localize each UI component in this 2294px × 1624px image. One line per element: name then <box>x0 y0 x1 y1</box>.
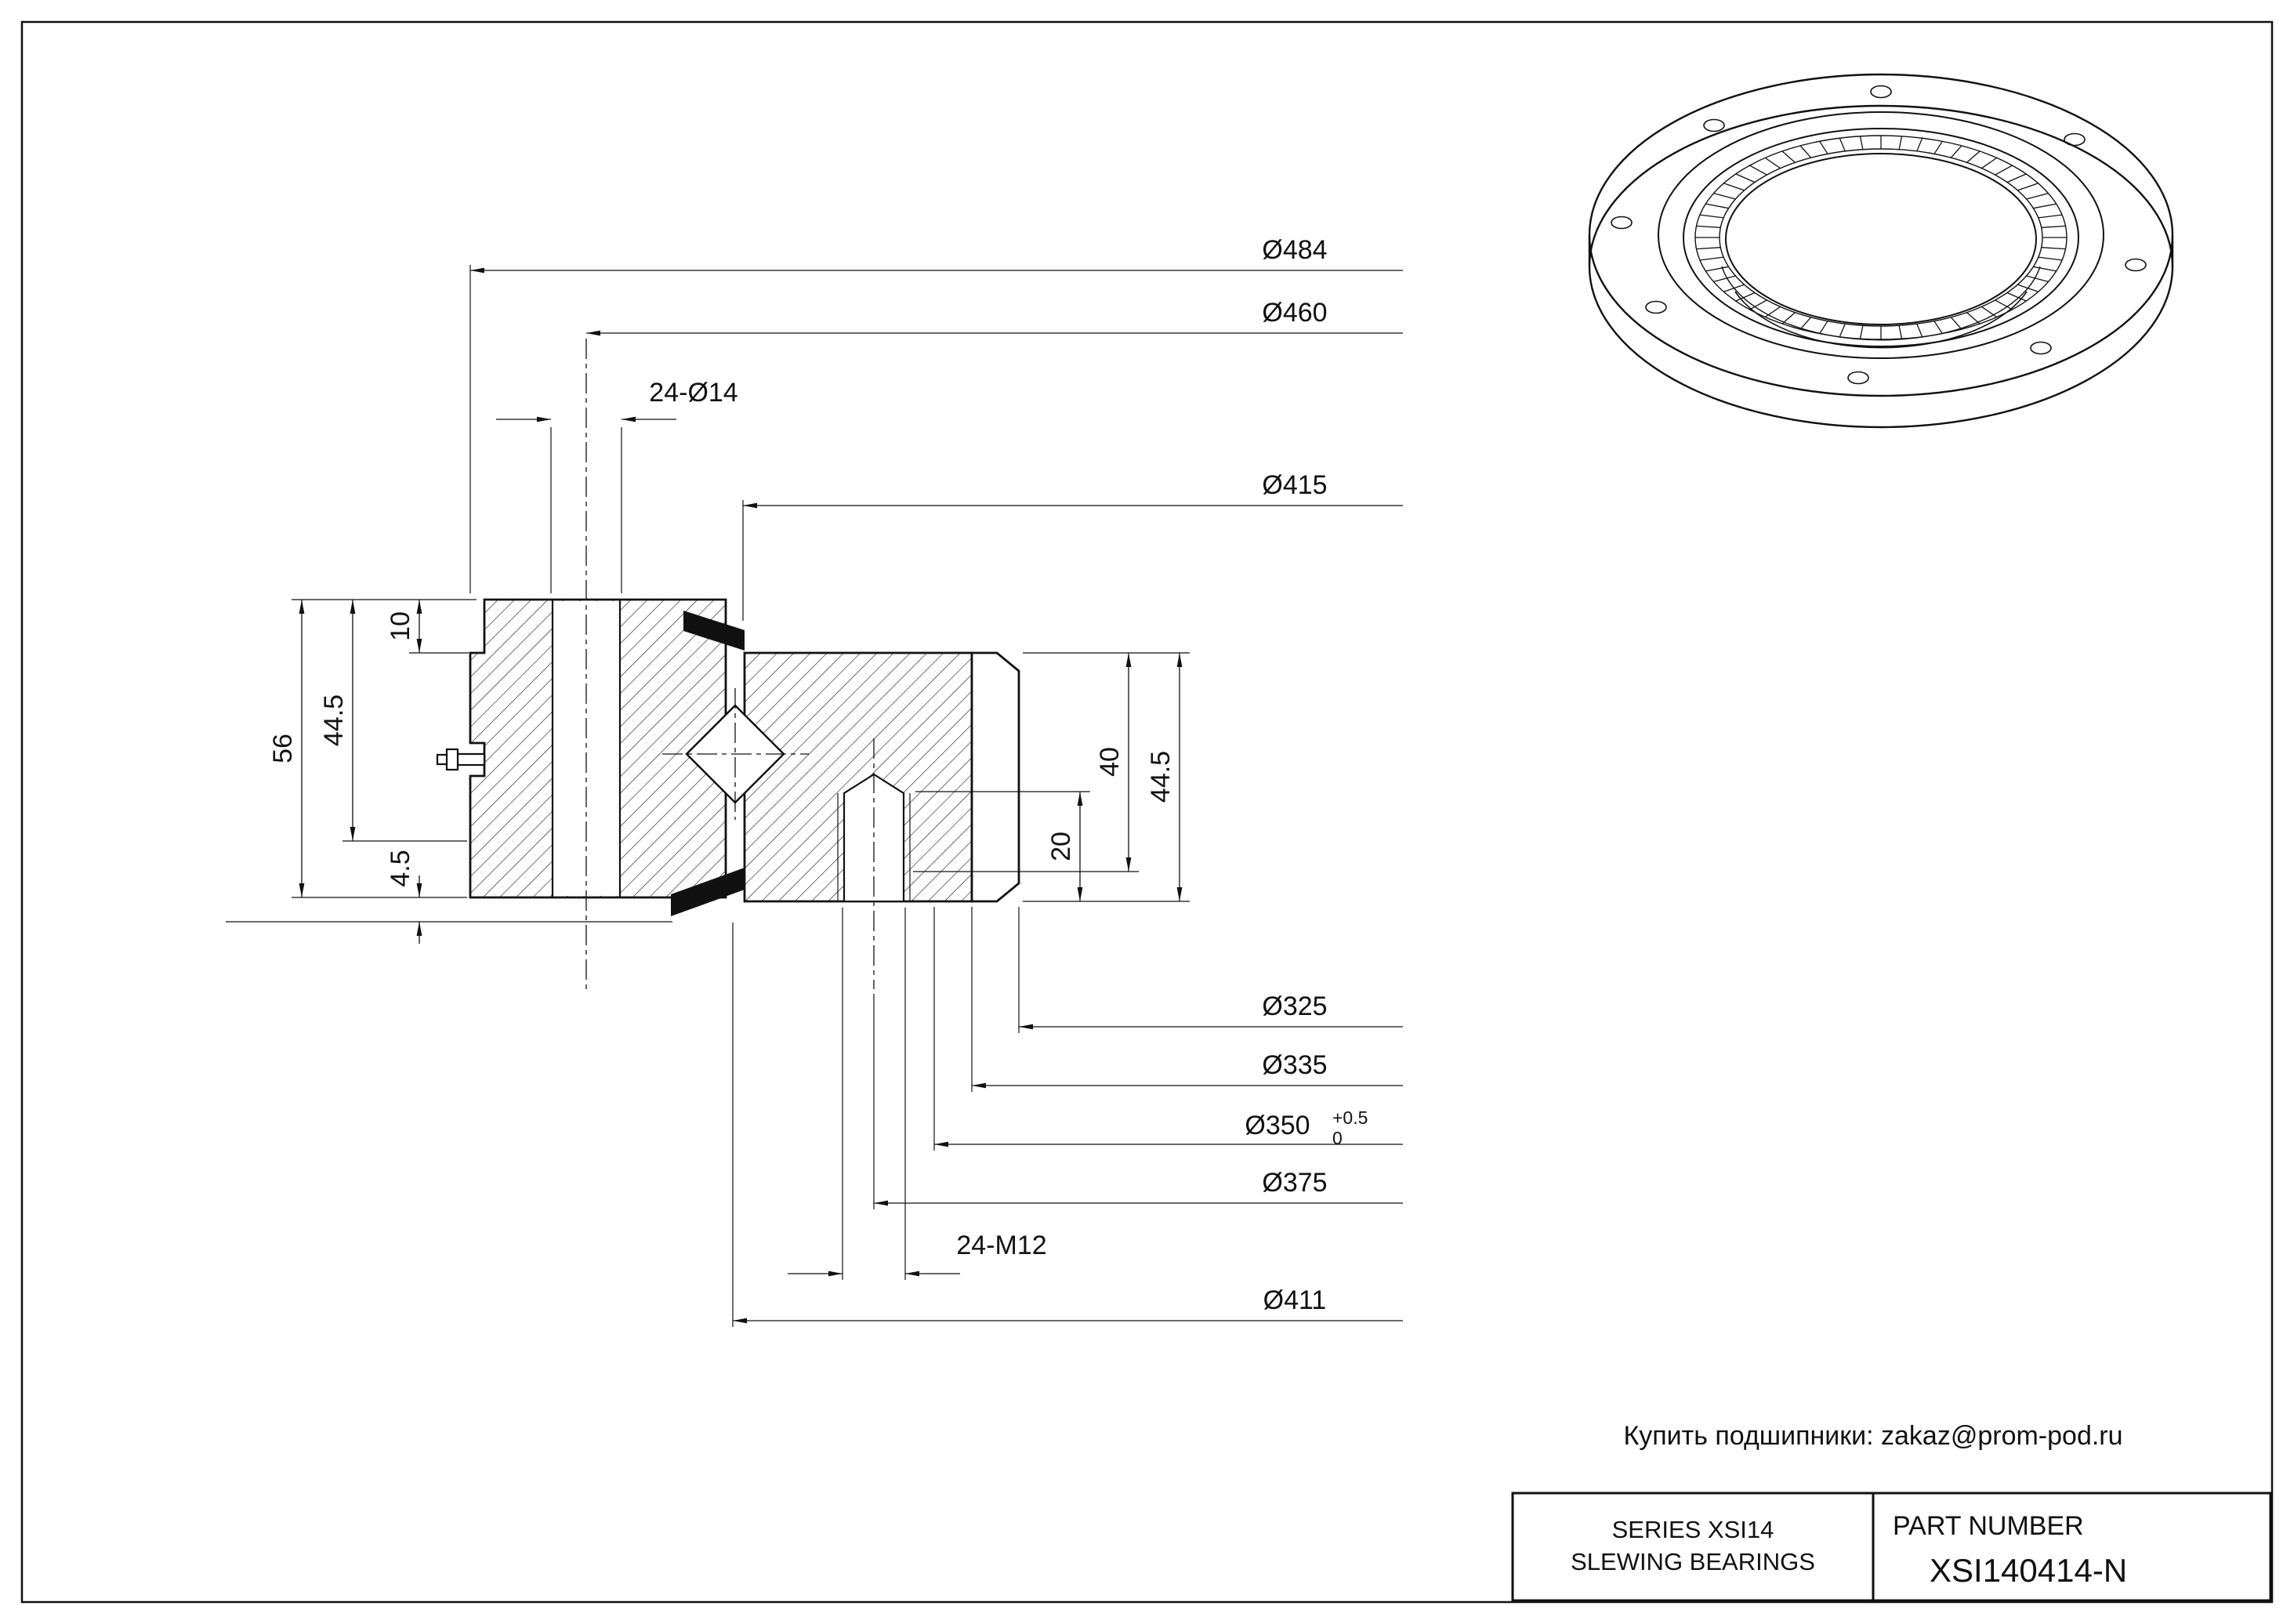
dim-h20: 20 <box>1046 832 1076 861</box>
dim-h56: 56 <box>268 734 298 763</box>
part-number-value: XSI140414-N <box>1930 1552 2127 1589</box>
threaded-hole-m12 <box>844 774 904 901</box>
part-number-label: PART NUMBER <box>1893 1511 2084 1541</box>
isometric-view <box>1588 73 2174 429</box>
dim-h10: 10 <box>386 611 415 641</box>
dim-d460: Ø460 <box>1262 298 1327 328</box>
dim-d484: Ø484 <box>1262 235 1327 265</box>
dim-d415: Ø415 <box>1262 470 1327 500</box>
dim-d350: Ø350 <box>1245 1111 1310 1140</box>
bottom-seal <box>671 868 745 916</box>
dim-h44-5-left: 44.5 <box>319 694 349 746</box>
dim-holes-m12: 24-M12 <box>956 1231 1046 1260</box>
dim-h40: 40 <box>1095 747 1125 777</box>
inner-ring-land <box>970 651 1020 903</box>
bolt-hole-14 <box>553 601 620 896</box>
dim-holes-14: 24-Ø14 <box>649 378 737 408</box>
centerlines <box>585 339 875 989</box>
dim-d335: Ø335 <box>1262 1050 1327 1080</box>
dim-d350-tol-lower: 0 <box>1332 1128 1343 1148</box>
dimension-lines <box>299 267 1403 1324</box>
cross-section-view <box>436 339 1020 989</box>
top-seal <box>683 611 745 651</box>
extension-lines <box>226 265 1190 1327</box>
sheet-border <box>20 20 2274 1604</box>
title-block: SERIES XSI14 SLEWING BEARINGS PART NUMBE… <box>1511 1492 2272 1602</box>
flange-bolt-holes <box>1611 85 2147 385</box>
gear-teeth <box>1695 136 2067 339</box>
dim-d411: Ø411 <box>1263 1285 1327 1315</box>
dim-d325: Ø325 <box>1262 991 1327 1021</box>
contact-text: Купить подшипники: zakaz@prom-pod.ru <box>1623 1421 2122 1451</box>
series-line1: SERIES XSI14 <box>1612 1516 1774 1543</box>
dim-h44-5-right: 44.5 <box>1146 751 1176 803</box>
dim-d350-tol-upper: +0.5 <box>1332 1107 1368 1128</box>
dimension-labels: Ø484 Ø460 24-Ø14 Ø415 Ø325 Ø335 Ø350 +0.… <box>268 235 1368 1315</box>
series-line2: SLEWING BEARINGS <box>1571 1548 1815 1575</box>
dim-d375: Ø375 <box>1262 1168 1327 1198</box>
grease-nipple <box>436 748 486 771</box>
dim-h4-5: 4.5 <box>386 850 415 886</box>
